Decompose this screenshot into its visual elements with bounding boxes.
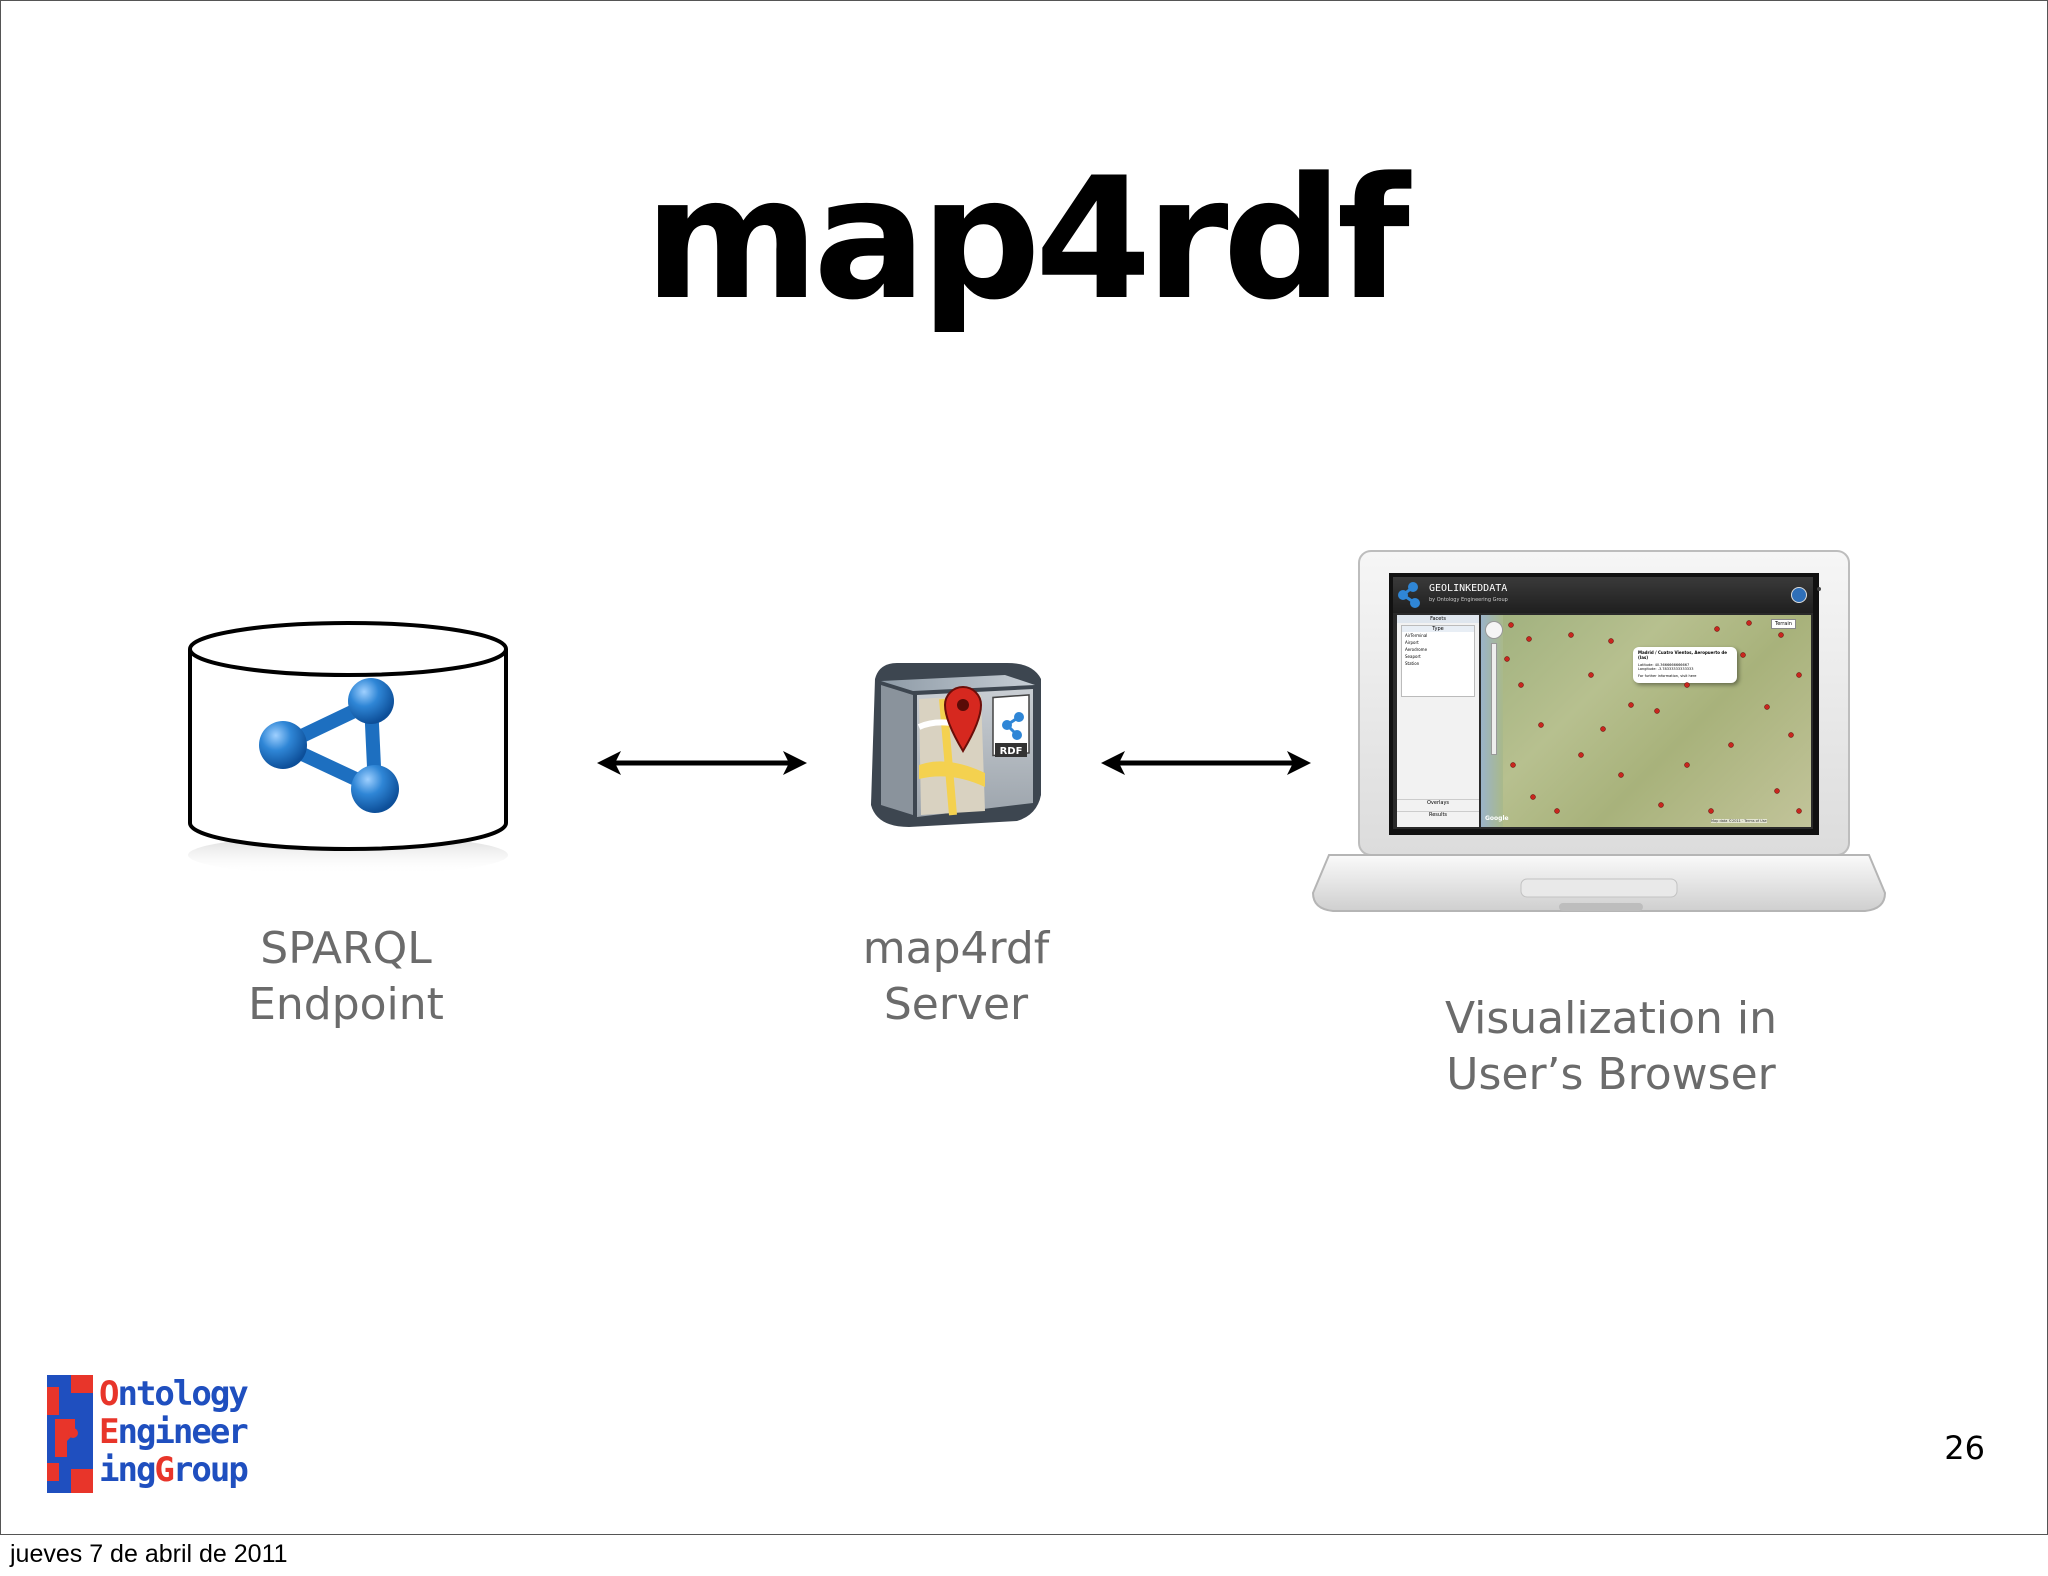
facet-item[interactable]: Aerodrome bbox=[1405, 647, 1428, 652]
facet-item[interactable]: AirTerminal bbox=[1405, 633, 1428, 638]
geolinkeddata-logo-icon bbox=[1398, 582, 1420, 608]
bidirectional-arrow bbox=[597, 751, 807, 775]
slide: map4rdf SPARQL Endpoint bbox=[0, 0, 2048, 1535]
map-info-popup: Madrid / Cuatro Vientos, Aeropuerto de (… bbox=[1633, 647, 1737, 683]
popup-latitude: Latitude: 40.3666666666667 bbox=[1638, 663, 1690, 667]
google-logo: Google bbox=[1485, 815, 1509, 822]
facets-header: Facets bbox=[1397, 615, 1479, 623]
oeg-logo-mark-icon bbox=[47, 1375, 93, 1493]
page-number: 26 bbox=[1944, 1429, 1985, 1467]
popup-link[interactable]: For further information, visit here bbox=[1638, 674, 1697, 678]
facet-item[interactable]: Station bbox=[1405, 661, 1420, 666]
map-view[interactable]: Terrain Madrid / Cuatro Vientos, Aeropue… bbox=[1481, 615, 1811, 827]
app-title: GEOLINKEDDATA bbox=[1429, 583, 1508, 594]
map-credit: Map data ©2011 · Terms of Use bbox=[1711, 819, 1767, 823]
svg-text:RDF: RDF bbox=[1000, 746, 1023, 757]
results-tab[interactable]: Results bbox=[1397, 811, 1479, 818]
oeg-round-icon[interactable] bbox=[1791, 587, 1807, 603]
logo-line-inggroup: ingGroup bbox=[99, 1450, 249, 1490]
map-type-select[interactable]: Terrain bbox=[1771, 619, 1796, 629]
facets-panel: Facets Type AirTerminal Airport Aerodrom… bbox=[1397, 615, 1479, 827]
popup-longitude: Longitude: -3.78333333333333 bbox=[1638, 667, 1694, 671]
rdf-badge-icon: RDF bbox=[992, 694, 1030, 757]
type-facet-header: Type bbox=[1402, 626, 1474, 632]
type-facet: Type AirTerminal Airport Aerodrome Seapo… bbox=[1401, 625, 1475, 697]
footer-date: jueves 7 de abril de 2011 bbox=[10, 1540, 288, 1568]
node-label-server: map4rdf Server bbox=[862, 923, 1050, 1030]
map-pan-control[interactable] bbox=[1485, 621, 1503, 639]
popup-title: Madrid / Cuatro Vientos, Aeropuerto de (… bbox=[1638, 650, 1727, 660]
map-zoom-slider[interactable] bbox=[1491, 643, 1497, 755]
logo-line-ontology: Ontology bbox=[99, 1374, 249, 1414]
slide-title: map4rdf bbox=[644, 141, 1410, 337]
app-subtitle: by Ontology Engineering Group bbox=[1429, 597, 1508, 603]
rdf-graph-icon bbox=[259, 678, 399, 813]
laptop-screen: GEOLINKEDDATA by Ontology Engineering Gr… bbox=[1393, 577, 1813, 829]
logo-line-engineer: Engineer bbox=[99, 1412, 249, 1452]
node-label-browser: Visualization in User’s Browser bbox=[1444, 993, 1778, 1100]
overlays-tab[interactable]: Overlays bbox=[1397, 799, 1479, 806]
facet-item[interactable]: Airport bbox=[1405, 640, 1419, 645]
database-cylinder-icon bbox=[188, 621, 508, 875]
map-markers bbox=[1504, 620, 1802, 814]
laptop-icon: GEOLINKEDDATA by Ontology Engineering Gr… bbox=[1309, 549, 1889, 935]
bidirectional-arrow bbox=[1101, 751, 1311, 775]
node-label-sparql: SPARQL Endpoint bbox=[248, 923, 444, 1030]
facet-item[interactable]: Seaport bbox=[1405, 654, 1421, 659]
app-header: GEOLINKEDDATA by Ontology Engineering Gr… bbox=[1393, 577, 1813, 613]
map-pin-icon bbox=[943, 686, 983, 753]
ontology-engineering-group-logo: Ontology Engineer ingGroup bbox=[45, 1373, 249, 1495]
map4rdf-cube-icon: RDF bbox=[871, 663, 1041, 827]
